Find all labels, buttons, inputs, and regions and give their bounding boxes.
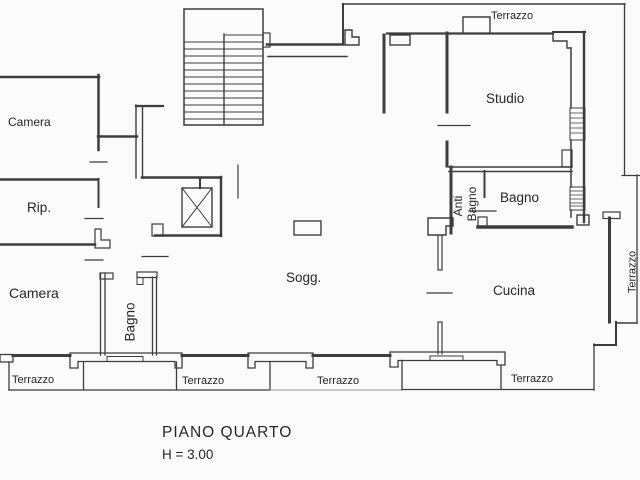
terrace-label-left: Terrazzo — [182, 375, 225, 387]
room-label-bagno-bottom: Bagno — [122, 302, 138, 342]
window-hatch-studio — [569, 112, 586, 134]
terrace-parapet — [8, 3, 640, 391]
walls-studio — [382, 31, 471, 168]
terrace-label-top: Terrazzo — [491, 10, 534, 22]
room-label-soggiorno: Sogg. — [286, 270, 322, 285]
walls-lower-left — [99, 255, 169, 356]
room-label-rip: Rip. — [27, 200, 52, 215]
walls-cucina-east — [602, 211, 621, 324]
pillar — [293, 220, 322, 236]
room-label-anti-bagno-line1: Anti — [451, 195, 465, 217]
room-label-camera-top: Camera — [8, 115, 51, 129]
elevator-shaft — [181, 187, 213, 228]
room-label-anti-bagno-line2: Bagno — [465, 186, 479, 222]
height-note: H = 3.00 — [162, 447, 214, 462]
staircase — [183, 8, 271, 126]
terrace-label-center: Terrazzo — [317, 375, 360, 387]
window-hatch-bagno — [569, 190, 586, 207]
terrace-label-right-bottom: Terrazzo — [511, 373, 554, 385]
walls-top — [265, 3, 626, 58]
room-label-studio: Studio — [486, 91, 525, 106]
elevator — [140, 164, 239, 238]
walls-upper-left — [0, 73, 165, 261]
floor-title: PIANO QUARTO — [162, 424, 293, 441]
walls-bottom — [0, 351, 506, 369]
room-label-cucina: Cucina — [493, 283, 536, 298]
terrace-label-far-left: Terrazzo — [12, 374, 55, 386]
room-label-bagno-right: Bagno — [500, 190, 540, 205]
walls-bagno-right — [426, 165, 574, 355]
room-label-camera-bottom: Camera — [9, 285, 59, 301]
walls-right — [561, 30, 590, 226]
terrace-label-right: Terrazzo — [626, 250, 639, 294]
